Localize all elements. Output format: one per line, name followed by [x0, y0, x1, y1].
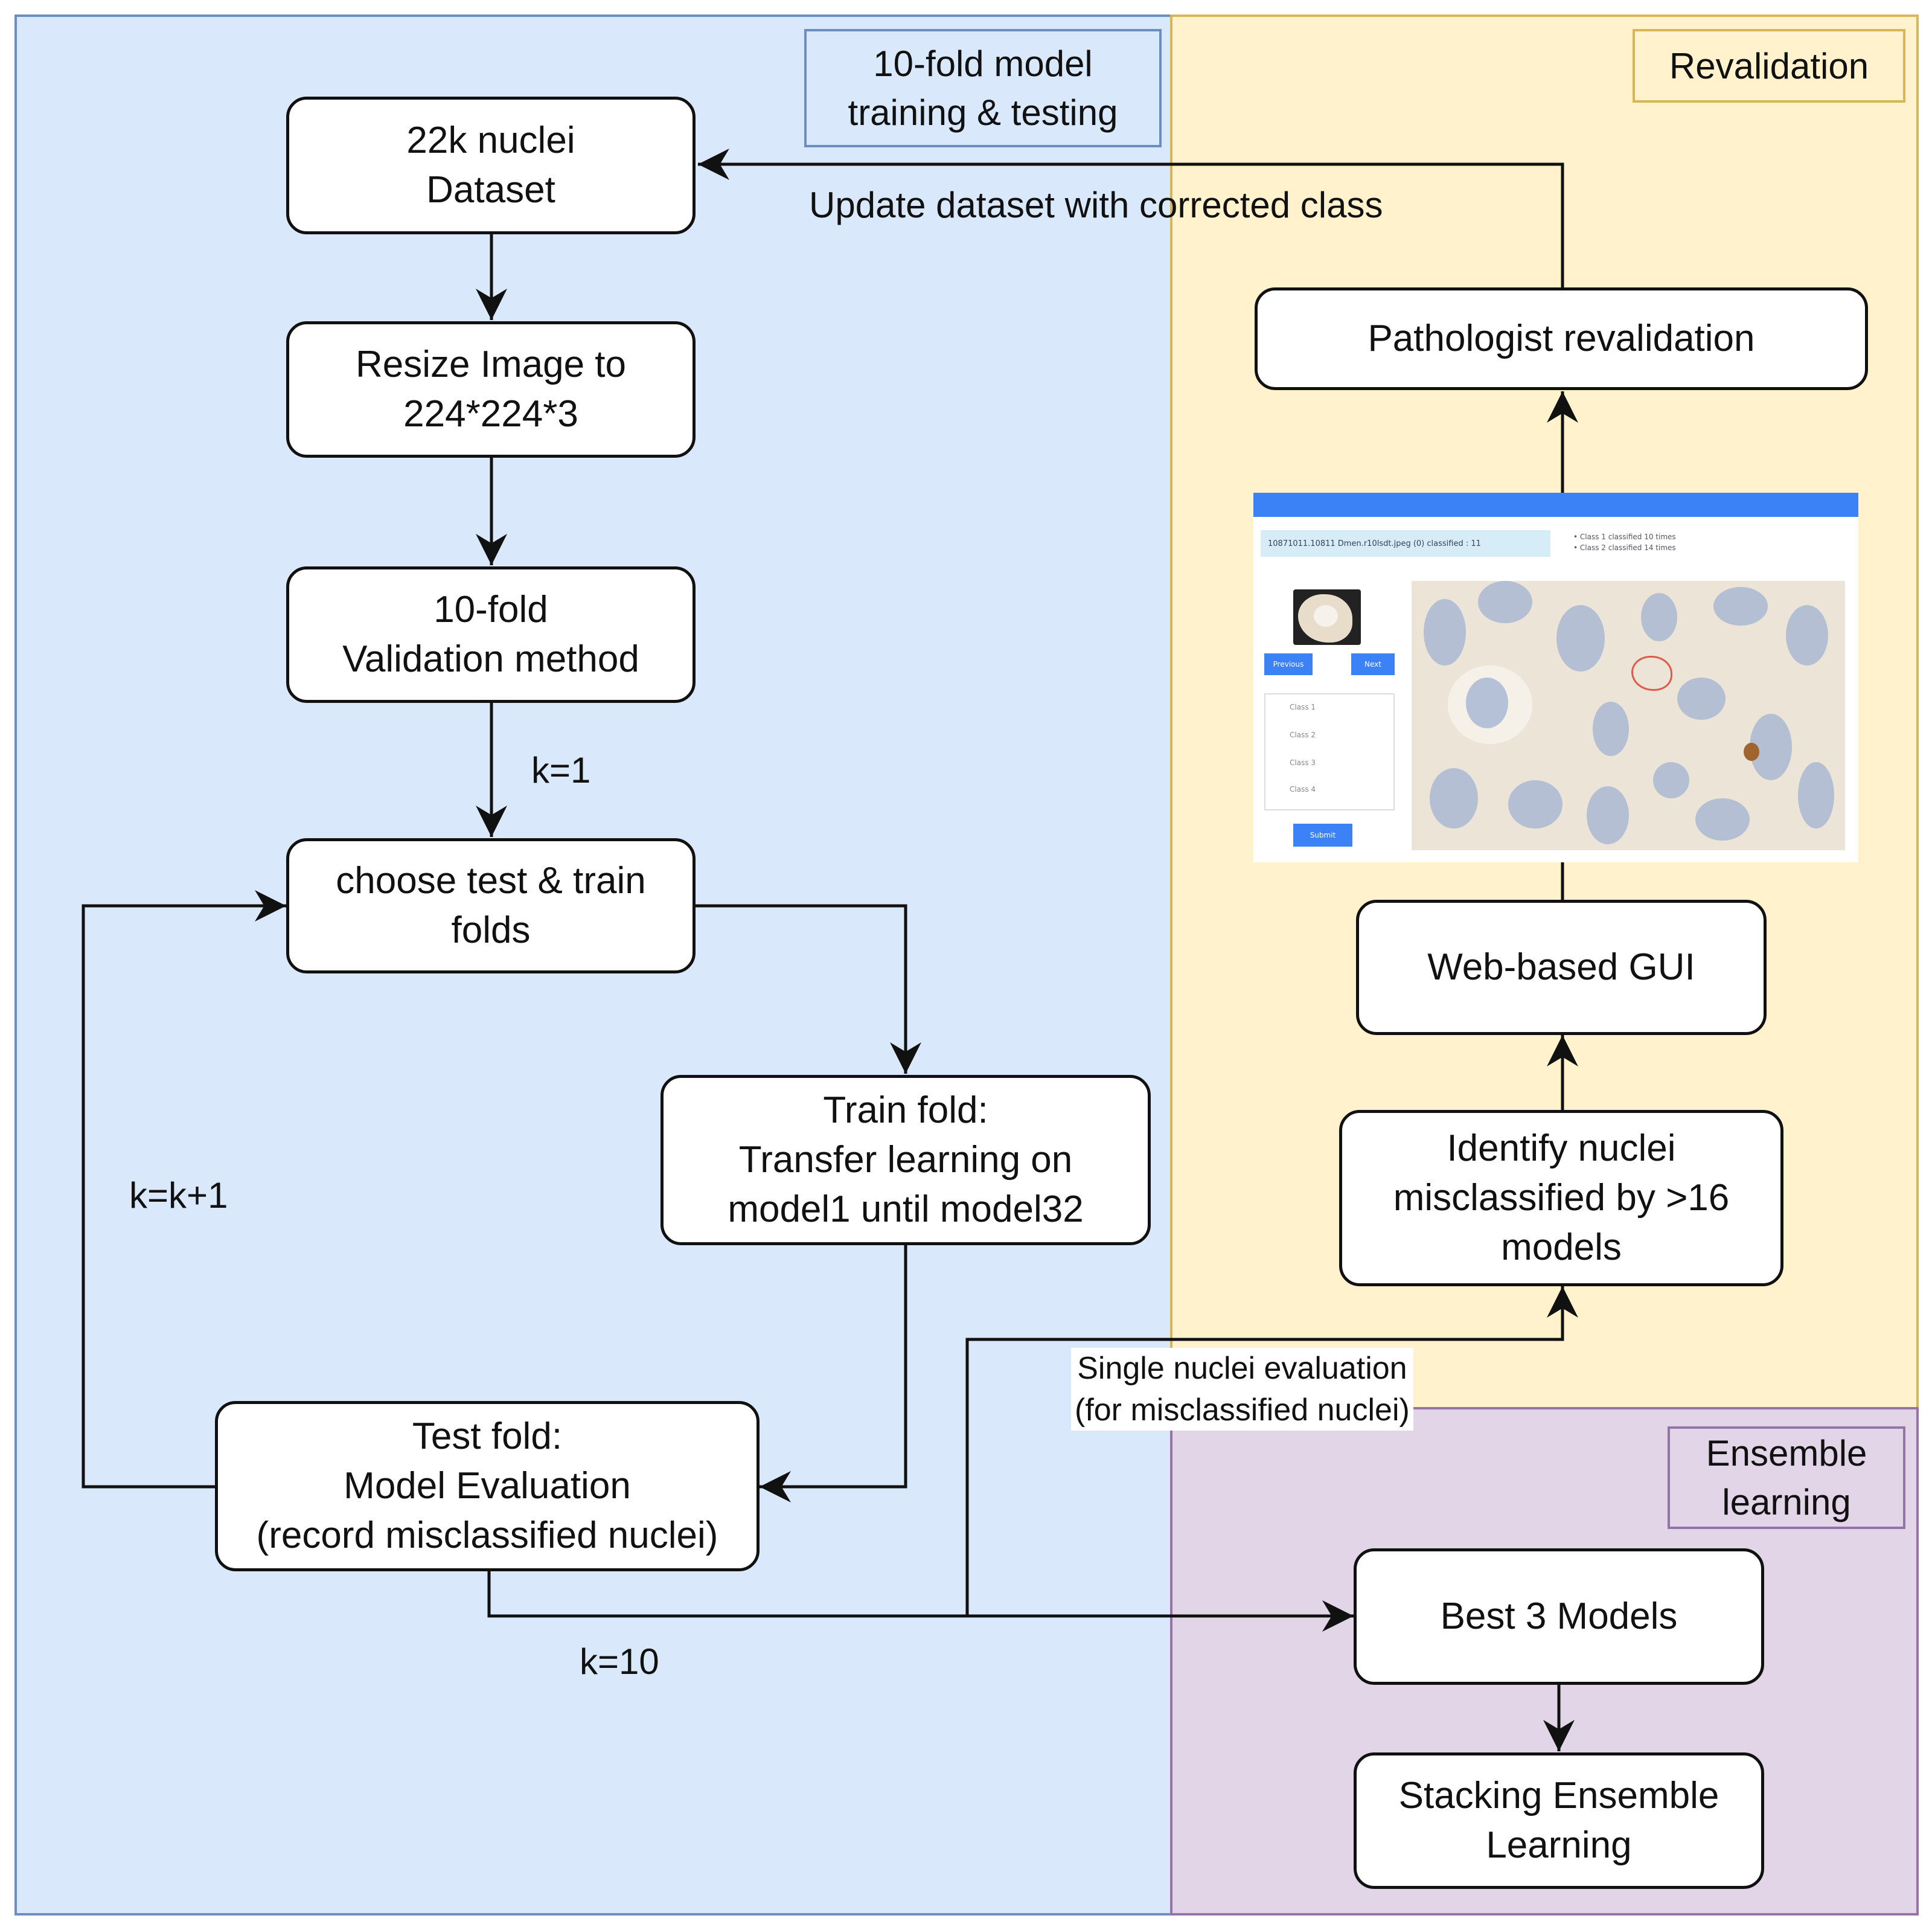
gui-radio-option[interactable]: Class 3 [1290, 758, 1316, 767]
gui-submit-button[interactable]: Submit [1293, 824, 1352, 847]
edge-pathologist-to-dataset [698, 149, 1564, 287]
gui-class-options: Class 1 Class 2 Class 3 Class 4 [1264, 693, 1395, 810]
training-region-title: 10-fold model training & testing [804, 29, 1162, 147]
edge-train-to-test [760, 1245, 907, 1502]
edge-test-to-best3 [487, 1571, 1354, 1632]
edge-choose-to-train [696, 904, 921, 1074]
validation-node: 10-fold Validation method [286, 566, 696, 703]
edge-test-to-identify [965, 1286, 1578, 1616]
resize-node: Resize Image to 224*224*3 [286, 321, 696, 458]
single-nuclei-label: Single nuclei evaluation (for misclassif… [1071, 1348, 1413, 1431]
test-fold-node: Test fold: Model Evaluation (record misc… [215, 1401, 760, 1571]
gui-file-info: 10871011.10811 Dmen.r10lsdt.jpeg (0) cla… [1261, 530, 1550, 557]
gui-radio-option[interactable]: Class 2 [1290, 731, 1316, 739]
gui-previous-button[interactable]: Previous [1264, 653, 1313, 675]
tissue-image [1412, 581, 1845, 850]
choose-folds-node: choose test & train folds [286, 838, 696, 973]
k-increment-label: k=k+1 [129, 1175, 228, 1216]
ensemble-region-title: Ensemble learning [1668, 1426, 1905, 1529]
k10-label: k=10 [580, 1641, 659, 1682]
identify-node: Identify nuclei misclassified by >16 mod… [1339, 1110, 1783, 1286]
update-dataset-label: Update dataset with corrected class [809, 185, 1383, 225]
gui-radio-option[interactable]: Class 1 [1290, 703, 1316, 711]
stacking-node: Stacking Ensemble Learning [1354, 1752, 1764, 1889]
revalidation-region-title: Revalidation [1633, 29, 1905, 103]
gui-radio-option[interactable]: Class 4 [1290, 785, 1316, 793]
k1-label: k=1 [531, 750, 591, 790]
dataset-node: 22k nuclei Dataset [286, 97, 696, 234]
gui-topbar [1253, 493, 1858, 517]
gui-next-button[interactable]: Next [1351, 653, 1395, 675]
web-gui-node: Web-based GUI [1356, 900, 1767, 1035]
gui-screenshot: 10871011.10811 Dmen.r10lsdt.jpeg (0) cla… [1253, 493, 1858, 862]
train-fold-node: Train fold: Transfer learning on model1 … [661, 1075, 1151, 1245]
best3-node: Best 3 Models [1354, 1548, 1764, 1685]
gui-notes: • Class 1 classified 10 times • Class 2 … [1573, 533, 1676, 552]
pathologist-node: Pathologist revalidation [1255, 287, 1868, 390]
edge-test-loop-back [82, 890, 286, 1489]
nucleus-thumbnail [1293, 589, 1361, 645]
